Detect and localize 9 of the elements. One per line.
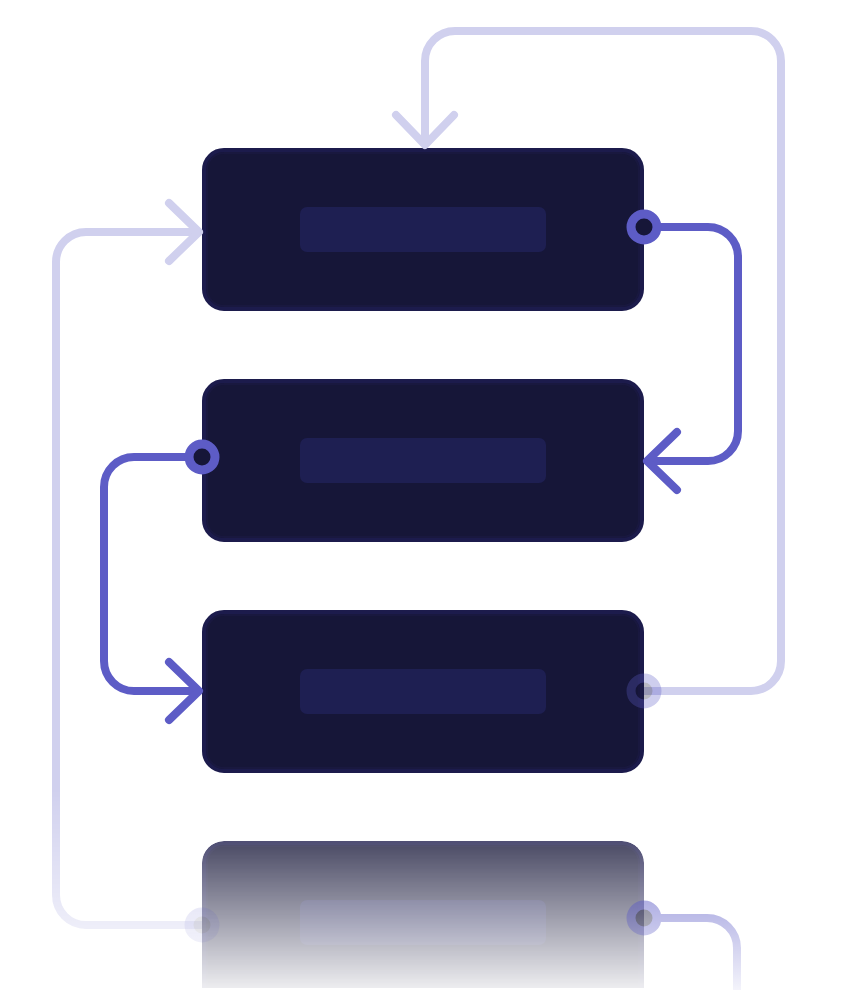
connector-arrow — [392, 27, 785, 695]
process-box — [202, 148, 644, 311]
process-box — [202, 841, 644, 988]
connector-arrow — [643, 223, 742, 494]
connector-arrow — [52, 199, 203, 929]
connector-arrow — [100, 453, 203, 724]
process-box — [202, 610, 644, 773]
connector-line — [626, 900, 741, 990]
process-box — [202, 379, 644, 542]
